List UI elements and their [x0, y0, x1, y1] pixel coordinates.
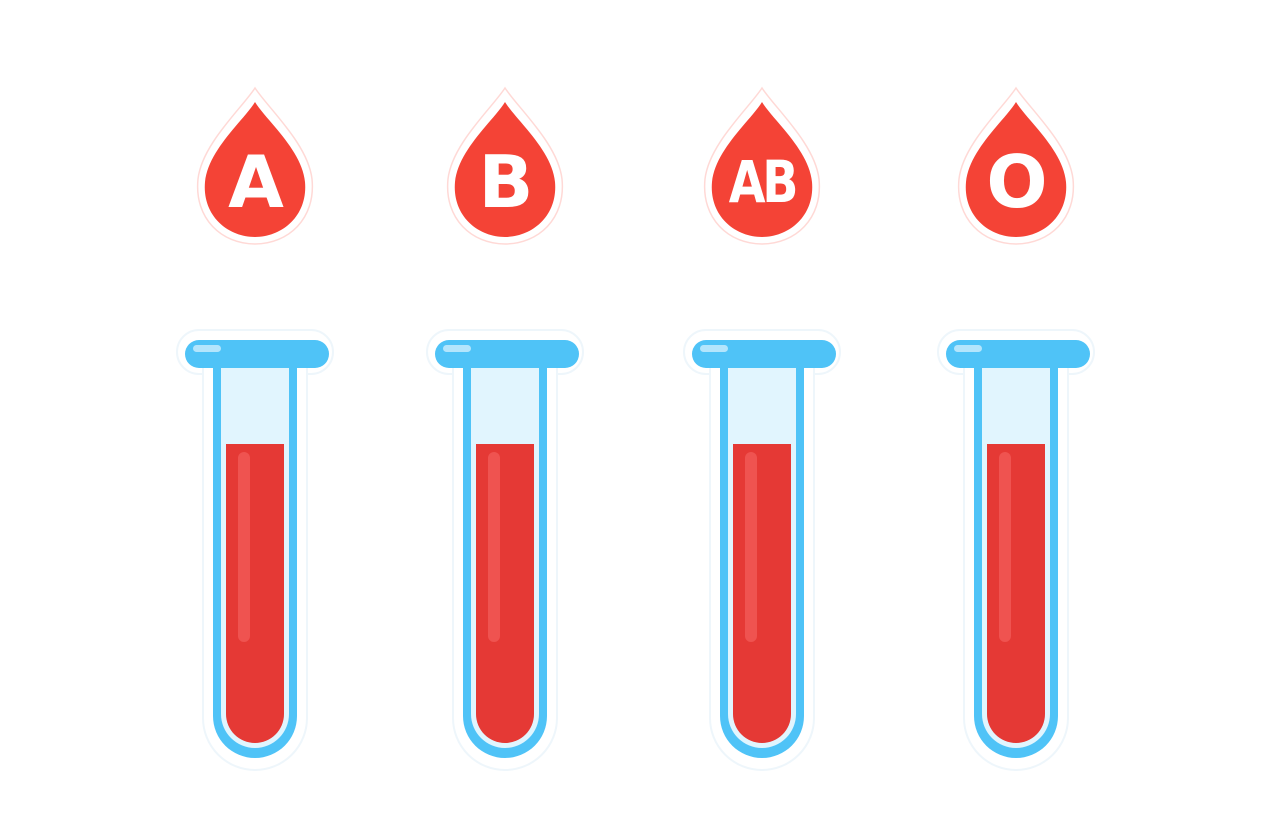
- blood-type-label: B: [478, 140, 534, 224]
- test-tube-icon: [672, 328, 852, 780]
- blood-drop-b-shape: [446, 86, 564, 245]
- blood-drop-icon: B: [440, 84, 570, 249]
- test-tube-ab-shape: [683, 329, 841, 771]
- blood-type-label: A: [228, 140, 284, 224]
- test-tube-icon: [165, 328, 345, 780]
- blood-type-label: O: [986, 140, 1047, 224]
- blood-drop-icon: AB: [697, 84, 827, 249]
- blood-drop-icon: A: [190, 84, 320, 249]
- blood-drop-icon: O: [951, 84, 1081, 249]
- test-tube-o-shape: [937, 329, 1095, 771]
- blood-type-column-a: A: [165, 0, 345, 838]
- test-tube-b-shape: [426, 329, 584, 771]
- blood-drop-a-shape: [196, 86, 314, 245]
- test-tube-a-shape: [176, 329, 334, 771]
- blood-drop-o-shape: [957, 86, 1075, 245]
- blood-type-column-o: O: [926, 0, 1106, 838]
- blood-type-column-b: B: [415, 0, 595, 838]
- test-tube-icon: [926, 328, 1106, 780]
- blood-drop-ab-shape: [703, 86, 821, 245]
- blood-type-column-ab: AB: [672, 0, 852, 838]
- test-tube-icon: [415, 328, 595, 780]
- blood-type-label: AB: [728, 148, 799, 216]
